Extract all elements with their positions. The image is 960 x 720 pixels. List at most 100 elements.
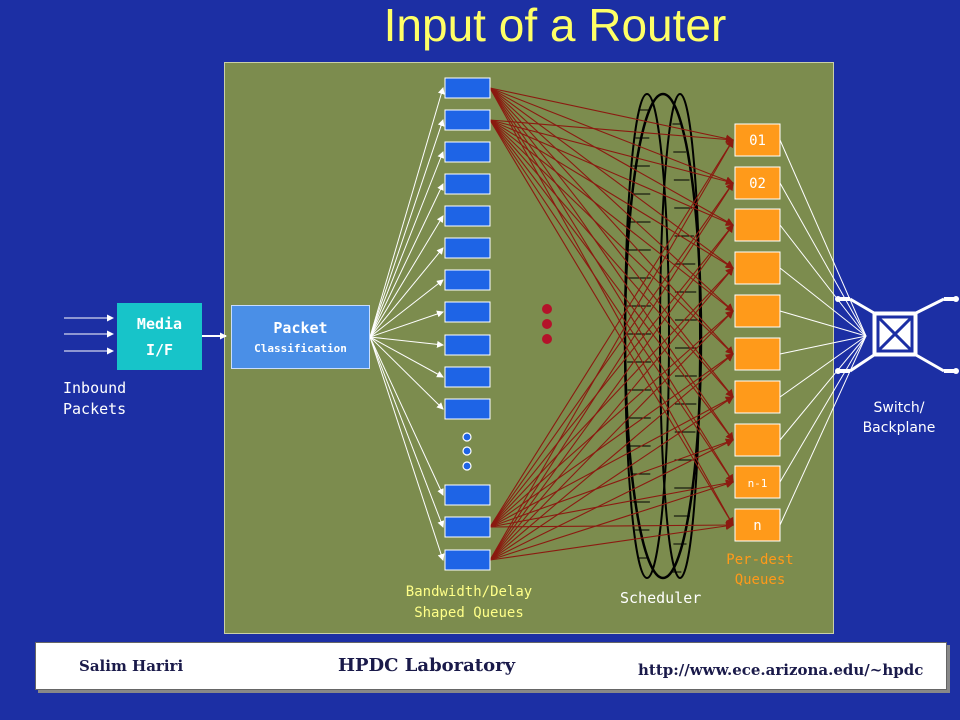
scheduling-arrow (489, 119, 734, 269)
classifier-fanout-arrow (369, 336, 444, 496)
per-dest-queue (734, 465, 781, 499)
scheduling-arrow (489, 87, 734, 441)
classifier-fanout-arrow (369, 183, 444, 338)
scheduler-label: Scheduler (620, 589, 702, 607)
classifier-fanout-arrow (369, 247, 444, 338)
classifier-fanout-arrow (369, 87, 445, 338)
scheduling-arrow (489, 119, 734, 483)
per-dest-queue (734, 508, 781, 542)
scheduling-arrow (489, 119, 734, 312)
scheduling-arrow (489, 119, 734, 226)
ellipsis-dot (462, 461, 472, 471)
shaped-queue (444, 549, 491, 571)
shaped-queue (444, 237, 491, 259)
scheduling-arrow (489, 87, 734, 355)
scheduling-arrow (489, 479, 734, 528)
per-dest-queue (734, 294, 781, 328)
ellipsis-dot (542, 319, 552, 329)
shaped-queue (444, 484, 491, 506)
scheduling-arrow (489, 119, 734, 186)
scheduling-arrow (489, 353, 734, 561)
scheduling-arrow (489, 310, 734, 528)
switch-backplane-icon (835, 296, 959, 374)
ellipsis-dot (462, 446, 472, 456)
dest-to-switch-line (779, 335, 867, 355)
shaped-queue (444, 301, 491, 323)
per-dest-queue-label: n-1 (748, 477, 768, 490)
classifier-fanout-arrow (369, 215, 444, 338)
scheduling-arrow (489, 87, 734, 185)
scheduling-arrow (489, 521, 734, 530)
scheduling-arrow (489, 224, 734, 528)
switch-backplane-label: Switch/ Backplane (862, 400, 936, 436)
scheduling-arrow (489, 182, 734, 528)
dest-to-switch-line (779, 310, 867, 337)
per-dest-queue-label: 01 (749, 133, 766, 149)
footer-lab: HPDC Laboratory (338, 655, 516, 676)
scheduling-arrow (489, 87, 734, 143)
scheduling-arrow (489, 87, 734, 312)
dest-to-switch-line (779, 139, 867, 337)
packet-classification-sublabel: Classification (254, 342, 347, 355)
scheduling-arrow (489, 119, 734, 398)
shaped-queue (444, 516, 491, 538)
media-interface-sublabel: I/F (145, 340, 174, 359)
packet-classification: Packet Classification (231, 305, 370, 369)
dest-to-switch-line (779, 267, 867, 337)
ellipsis-dot (542, 304, 552, 314)
shaped-queue (444, 205, 491, 227)
per-dest-queue-label: 02 (749, 176, 766, 192)
scheduling-arrow (489, 439, 734, 561)
scheduling-arrow (489, 119, 734, 526)
classifier-fanout-arrow (369, 336, 444, 348)
dest-to-switch-line (779, 335, 867, 441)
scheduling-arrow (489, 438, 734, 528)
shaped-queue (444, 77, 491, 99)
classifier-fanout-arrow (369, 151, 445, 338)
footer-url: http://www.ece.arizona.edu/~hpdc (638, 661, 924, 679)
scheduling-arrow (489, 139, 734, 528)
per-dest-queue-label: n (753, 518, 761, 534)
classifier-fanout-arrow (369, 310, 444, 338)
ellipsis-dot (462, 432, 472, 442)
scheduling-arrow (489, 119, 734, 355)
dest-to-switch-line (779, 335, 867, 526)
scheduling-arrow (489, 267, 734, 561)
per-dest-queue (734, 166, 781, 200)
per-dest-queue (734, 123, 781, 157)
scheduling-arrow (489, 310, 734, 561)
dest-to-switch-line (779, 335, 867, 483)
scheduling-arrow (489, 119, 734, 441)
scheduling-arrow (489, 87, 734, 526)
scheduling-arrow (489, 396, 734, 561)
scheduling-arrow (489, 119, 734, 144)
inbound-packets-label: Inbound Packets (63, 379, 127, 418)
scheduling-arrow (489, 139, 734, 561)
dest-to-switch-line (779, 182, 867, 337)
packet-classification-label: Packet (273, 319, 328, 337)
scheduling-arrow (489, 224, 734, 561)
per-dest-queue (734, 380, 781, 414)
per-dest-queues-label: Per-dest Queues (726, 552, 794, 588)
scheduling-arrow (489, 267, 734, 528)
shaped-queue (444, 334, 491, 356)
footer-author: Salim Hariri (79, 657, 184, 675)
ellipsis-dot (542, 334, 552, 344)
per-dest-queue (734, 208, 781, 242)
scheduling-arrow (489, 87, 734, 269)
classifier-fanout-arrow (369, 119, 445, 338)
per-dest-queue (734, 423, 781, 457)
scheduling-arrow (489, 87, 734, 398)
shaped-queue (444, 173, 491, 195)
classifier-fanout-arrow (369, 336, 444, 378)
footer-bar: Salim Hariri HPDC Laboratory http://www.… (35, 642, 947, 690)
per-dest-queue (734, 337, 781, 371)
media-interface-label: Media (136, 314, 183, 333)
scheduling-arrow (489, 480, 734, 561)
shaped-queue (444, 398, 491, 420)
dest-to-switch-line (779, 224, 867, 337)
shaped-queue (444, 141, 491, 163)
per-dest-queue (734, 251, 781, 285)
classifier-fanout-arrow (369, 279, 444, 338)
